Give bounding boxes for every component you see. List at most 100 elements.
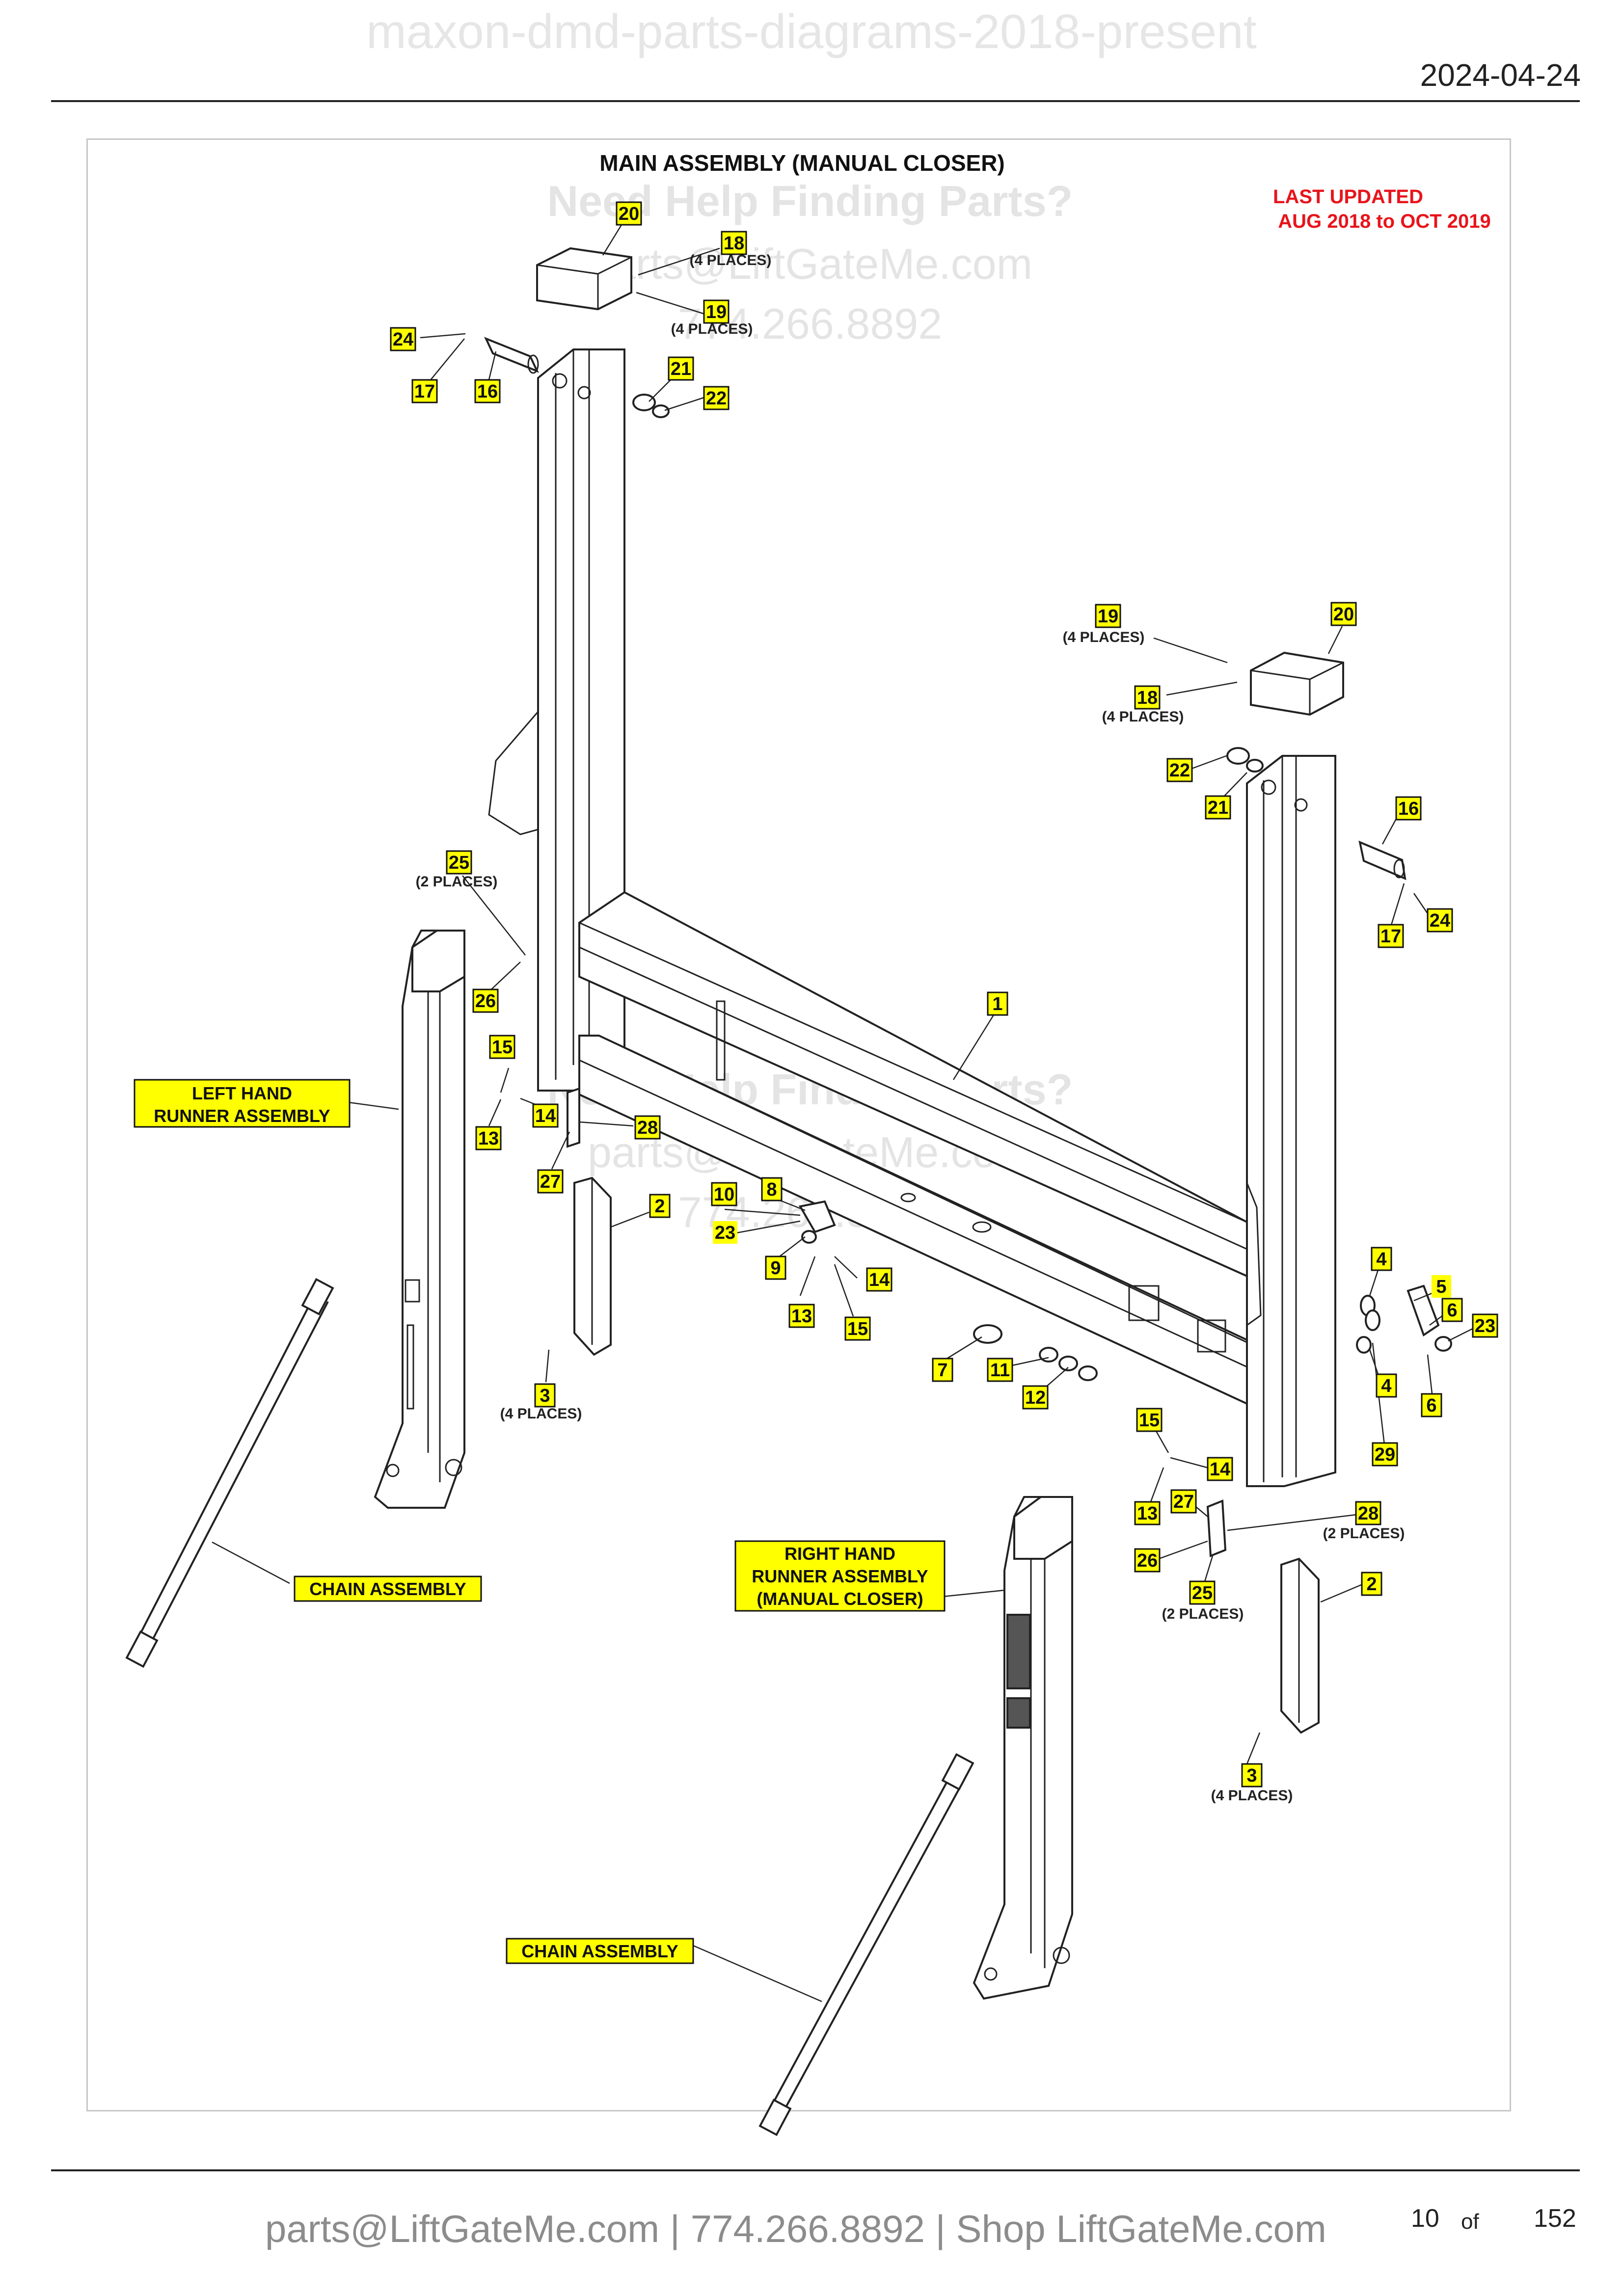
svg-text:14: 14	[869, 1270, 890, 1290]
svg-text:22: 22	[706, 388, 727, 409]
svg-text:16: 16	[1398, 799, 1419, 819]
svg-text:27: 27	[1173, 1492, 1194, 1512]
callout-20-top: 20	[616, 201, 642, 226]
callout-25-right: 25	[1189, 1580, 1216, 1605]
svg-text:12: 12	[1025, 1388, 1046, 1408]
right-runner-label-line3: (MANUAL CLOSER)	[757, 1589, 923, 1609]
callout-15-left: 15	[489, 1035, 515, 1059]
callout-13-center: 13	[788, 1304, 815, 1328]
callout-14-right: 14	[1207, 1457, 1233, 1481]
svg-text:18: 18	[1137, 688, 1158, 708]
left-top-cap-drawing	[484, 247, 670, 418]
svg-text:6: 6	[1426, 1395, 1436, 1416]
svg-text:13: 13	[478, 1128, 499, 1149]
svg-text:3: 3	[1246, 1765, 1257, 1786]
svg-text:27: 27	[540, 1172, 561, 1192]
svg-text:3: 3	[540, 1386, 550, 1406]
callout-3-left: 3	[534, 1383, 556, 1408]
callout-22-right: 22	[1166, 758, 1193, 782]
svg-text:29: 29	[1375, 1444, 1395, 1465]
svg-text:7: 7	[937, 1360, 947, 1381]
callout-13-right: 13	[1134, 1501, 1161, 1525]
qty-3-left: (4 PLACES)	[500, 1406, 582, 1422]
svg-text:9: 9	[770, 1258, 781, 1279]
left-runner-assembly-label: LEFT HAND RUNNER ASSEMBLY	[134, 1079, 351, 1128]
qty-25-left: (2 PLACES)	[416, 874, 498, 890]
left-chain-label-text: CHAIN ASSEMBLY	[309, 1579, 466, 1599]
callout-4-top: 4	[1371, 1247, 1392, 1271]
callout-10: 10	[711, 1182, 737, 1206]
svg-text:19: 19	[706, 302, 727, 322]
right-runner-label-line2: RUNNER ASSEMBLY	[752, 1566, 928, 1586]
svg-text:28: 28	[1358, 1503, 1379, 1524]
svg-text:19: 19	[1098, 606, 1118, 627]
svg-text:23: 23	[715, 1223, 735, 1243]
right-runner-assembly-label: RIGHT HAND RUNNER ASSEMBLY (MANUAL CLOSE…	[734, 1540, 946, 1612]
svg-text:14: 14	[1210, 1459, 1230, 1480]
callout-14-left: 14	[532, 1103, 559, 1128]
callout-15-right: 15	[1136, 1408, 1163, 1432]
svg-text:20: 20	[619, 204, 639, 224]
svg-text:28: 28	[637, 1118, 658, 1138]
svg-text:18: 18	[724, 233, 744, 254]
callout-3-right: 3	[1241, 1763, 1263, 1788]
email-watermark-text: parts@LiftGateMe.com	[588, 240, 1032, 288]
callout-7: 7	[932, 1358, 953, 1382]
callout-29: 29	[1372, 1442, 1398, 1467]
last-updated-label: LAST UPDATED	[1273, 186, 1423, 208]
closer-linkage-drawing	[567, 1087, 1452, 1557]
left-chain-drawing	[125, 1278, 334, 1668]
right-runner-label-line1: RIGHT HAND	[784, 1544, 895, 1564]
callout-27-left: 27	[537, 1169, 564, 1194]
callout-20-right: 20	[1330, 602, 1357, 626]
main-frame-drawing	[488, 348, 1336, 1487]
left-bracket-drawing	[573, 1176, 612, 1356]
callout-14-center: 14	[866, 1267, 893, 1292]
svg-text:26: 26	[475, 991, 496, 1012]
left-runner-label-line2: RUNNER ASSEMBLY	[154, 1106, 330, 1126]
qty-28-right: (2 PLACES)	[1323, 1525, 1405, 1542]
callout-13-left: 13	[475, 1126, 502, 1150]
right-chain-drawing	[758, 1753, 974, 2136]
svg-text:5: 5	[1436, 1277, 1446, 1297]
svg-text:21: 21	[671, 359, 691, 379]
svg-text:6: 6	[1447, 1300, 1457, 1321]
callout-18-top: 18	[721, 231, 747, 255]
svg-text:4: 4	[1376, 1249, 1386, 1270]
callout-24-left: 24	[390, 327, 416, 351]
qty-25-right: (2 PLACES)	[1162, 1606, 1244, 1622]
callout-16-left: 16	[474, 379, 501, 403]
svg-text:24: 24	[1430, 910, 1450, 931]
svg-text:17: 17	[1380, 926, 1401, 947]
svg-text:25: 25	[449, 853, 469, 873]
svg-text:13: 13	[791, 1306, 812, 1327]
callout-21-right: 21	[1205, 795, 1231, 820]
callout-16-right: 16	[1395, 796, 1422, 821]
svg-text:2: 2	[1366, 1574, 1377, 1595]
callout-5: 5	[1432, 1275, 1451, 1298]
qty-18-right: (4 PLACES)	[1102, 709, 1184, 725]
page-of-label: of	[1461, 2210, 1479, 2234]
page-total: 152	[1534, 2204, 1576, 2233]
document-date: 2024-04-24	[1420, 57, 1581, 93]
svg-text:15: 15	[492, 1037, 513, 1058]
page-current: 10	[1411, 2204, 1439, 2233]
left-runner-label-line1: LEFT HAND	[192, 1083, 292, 1103]
svg-text:4: 4	[1381, 1376, 1391, 1396]
callout-2-right: 2	[1361, 1572, 1382, 1596]
callout-12: 12	[1022, 1385, 1049, 1410]
svg-text:14: 14	[535, 1106, 556, 1126]
callout-28-right: 28	[1355, 1501, 1381, 1525]
svg-text:1: 1	[992, 994, 1002, 1015]
callout-17-left: 17	[411, 379, 438, 403]
callout-9: 9	[765, 1255, 786, 1280]
callout-23-left: 23	[713, 1221, 737, 1244]
svg-text:25: 25	[1192, 1583, 1213, 1603]
callout-15-center: 15	[844, 1316, 871, 1341]
callout-6-top: 6	[1441, 1298, 1463, 1322]
callout-27-right: 27	[1170, 1489, 1197, 1514]
right-runner-drawing	[973, 1496, 1073, 2000]
footer-divider	[51, 2169, 1580, 2171]
qty-3-right: (4 PLACES)	[1211, 1788, 1293, 1804]
